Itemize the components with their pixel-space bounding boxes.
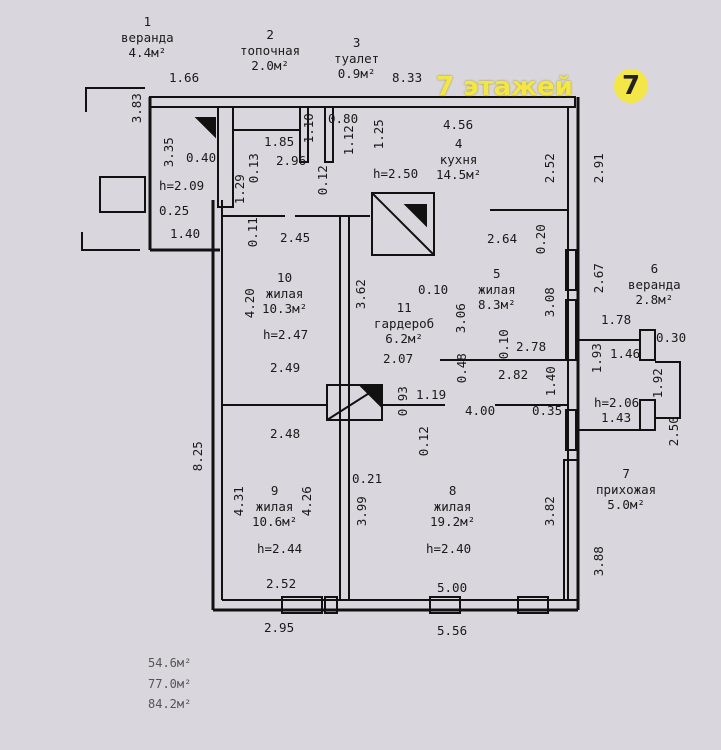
height-label: h=2.06 <box>594 395 640 410</box>
dimension: 0.93 <box>394 386 410 417</box>
dimension: 2.52 <box>541 153 557 184</box>
dimension: 0.10 <box>418 282 449 297</box>
dimension: 1.19 <box>416 387 447 402</box>
dimension: 0.80 <box>328 111 359 126</box>
dimension: 4.56 <box>443 117 474 132</box>
dimension: 3.62 <box>352 279 368 310</box>
dimension: 0.13 <box>245 153 261 184</box>
dimension: 0.10 <box>495 329 511 360</box>
total-area-1: 54.6м² <box>148 656 192 670</box>
dimension: 2.96 <box>276 153 307 168</box>
height-label: h=2.40 <box>426 541 472 556</box>
height-label: h=2.50 <box>373 166 419 181</box>
dimension: 1.40 <box>170 226 201 241</box>
dimension: 2.67 <box>590 263 606 294</box>
total-area-2: 77.0м² <box>148 677 192 691</box>
dimension: 2.64 <box>487 231 518 246</box>
dimension: 2.52 <box>266 576 297 591</box>
dimension: 1.46 <box>610 346 641 361</box>
dimension: 1.12 <box>340 125 356 156</box>
dimension: 2.95 <box>264 620 295 635</box>
dimension: 3.08 <box>541 287 557 318</box>
dimension: 4.20 <box>241 288 257 319</box>
brand-logo: 7 <box>614 69 648 103</box>
dimension: 2.50 <box>665 416 681 447</box>
dimension: 1.78 <box>601 312 632 327</box>
dimension: 0.35 <box>532 403 563 418</box>
dimension: 2.78 <box>516 339 547 354</box>
height-label: h=2.47 <box>263 327 309 342</box>
dimension: 2.07 <box>383 351 414 366</box>
height-label: h=2.44 <box>257 541 303 556</box>
height-label: h=2.09 <box>159 178 205 193</box>
dimension: 0.25 <box>159 203 190 218</box>
floors-badge: 7 этажей <box>436 72 573 102</box>
dimension: 1.92 <box>649 368 665 399</box>
dimension: 4.26 <box>298 486 314 517</box>
dimension: 0.20 <box>532 224 548 255</box>
dimension: 0.40 <box>186 150 217 165</box>
dimension: 3.06 <box>452 303 468 334</box>
dimension: 2.91 <box>590 153 606 184</box>
dimension: 8.33 <box>392 70 423 85</box>
dimension: 0.11 <box>244 217 260 248</box>
dimension: 1.40 <box>542 366 558 397</box>
dimension: 3.82 <box>541 496 557 527</box>
dimension: 2.48 <box>270 426 301 441</box>
dimension: 1.43 <box>601 410 632 425</box>
dimension: 1.93 <box>588 343 604 374</box>
dimension: 2.82 <box>498 367 529 382</box>
dimension: 0.30 <box>656 330 687 345</box>
dimension: 1.29 <box>231 174 247 205</box>
dimension: 0.12 <box>314 165 330 196</box>
total-area-3: 84.2м² <box>148 697 192 711</box>
dimension: 4.31 <box>230 486 246 517</box>
dimension: 1.10 <box>300 113 316 144</box>
dimension: 3.88 <box>590 546 606 577</box>
dimension: 0.21 <box>352 471 383 486</box>
dimension: 5.56 <box>437 623 468 638</box>
dimension: 4.00 <box>465 403 496 418</box>
dimension: 2.45 <box>280 230 311 245</box>
dimension: 5.00 <box>437 580 468 595</box>
dimension: 1.25 <box>370 119 386 150</box>
dimension: 8.25 <box>189 441 205 472</box>
dimension: 1.85 <box>264 134 295 149</box>
dimension: 3.83 <box>128 93 144 124</box>
dimension: 3.35 <box>160 137 176 168</box>
dimension: 0.12 <box>415 426 431 457</box>
dimension: 3.99 <box>353 496 369 527</box>
dimension: 1.66 <box>169 70 200 85</box>
dimension: 2.49 <box>270 360 301 375</box>
dimension: 0.48 <box>453 353 469 384</box>
